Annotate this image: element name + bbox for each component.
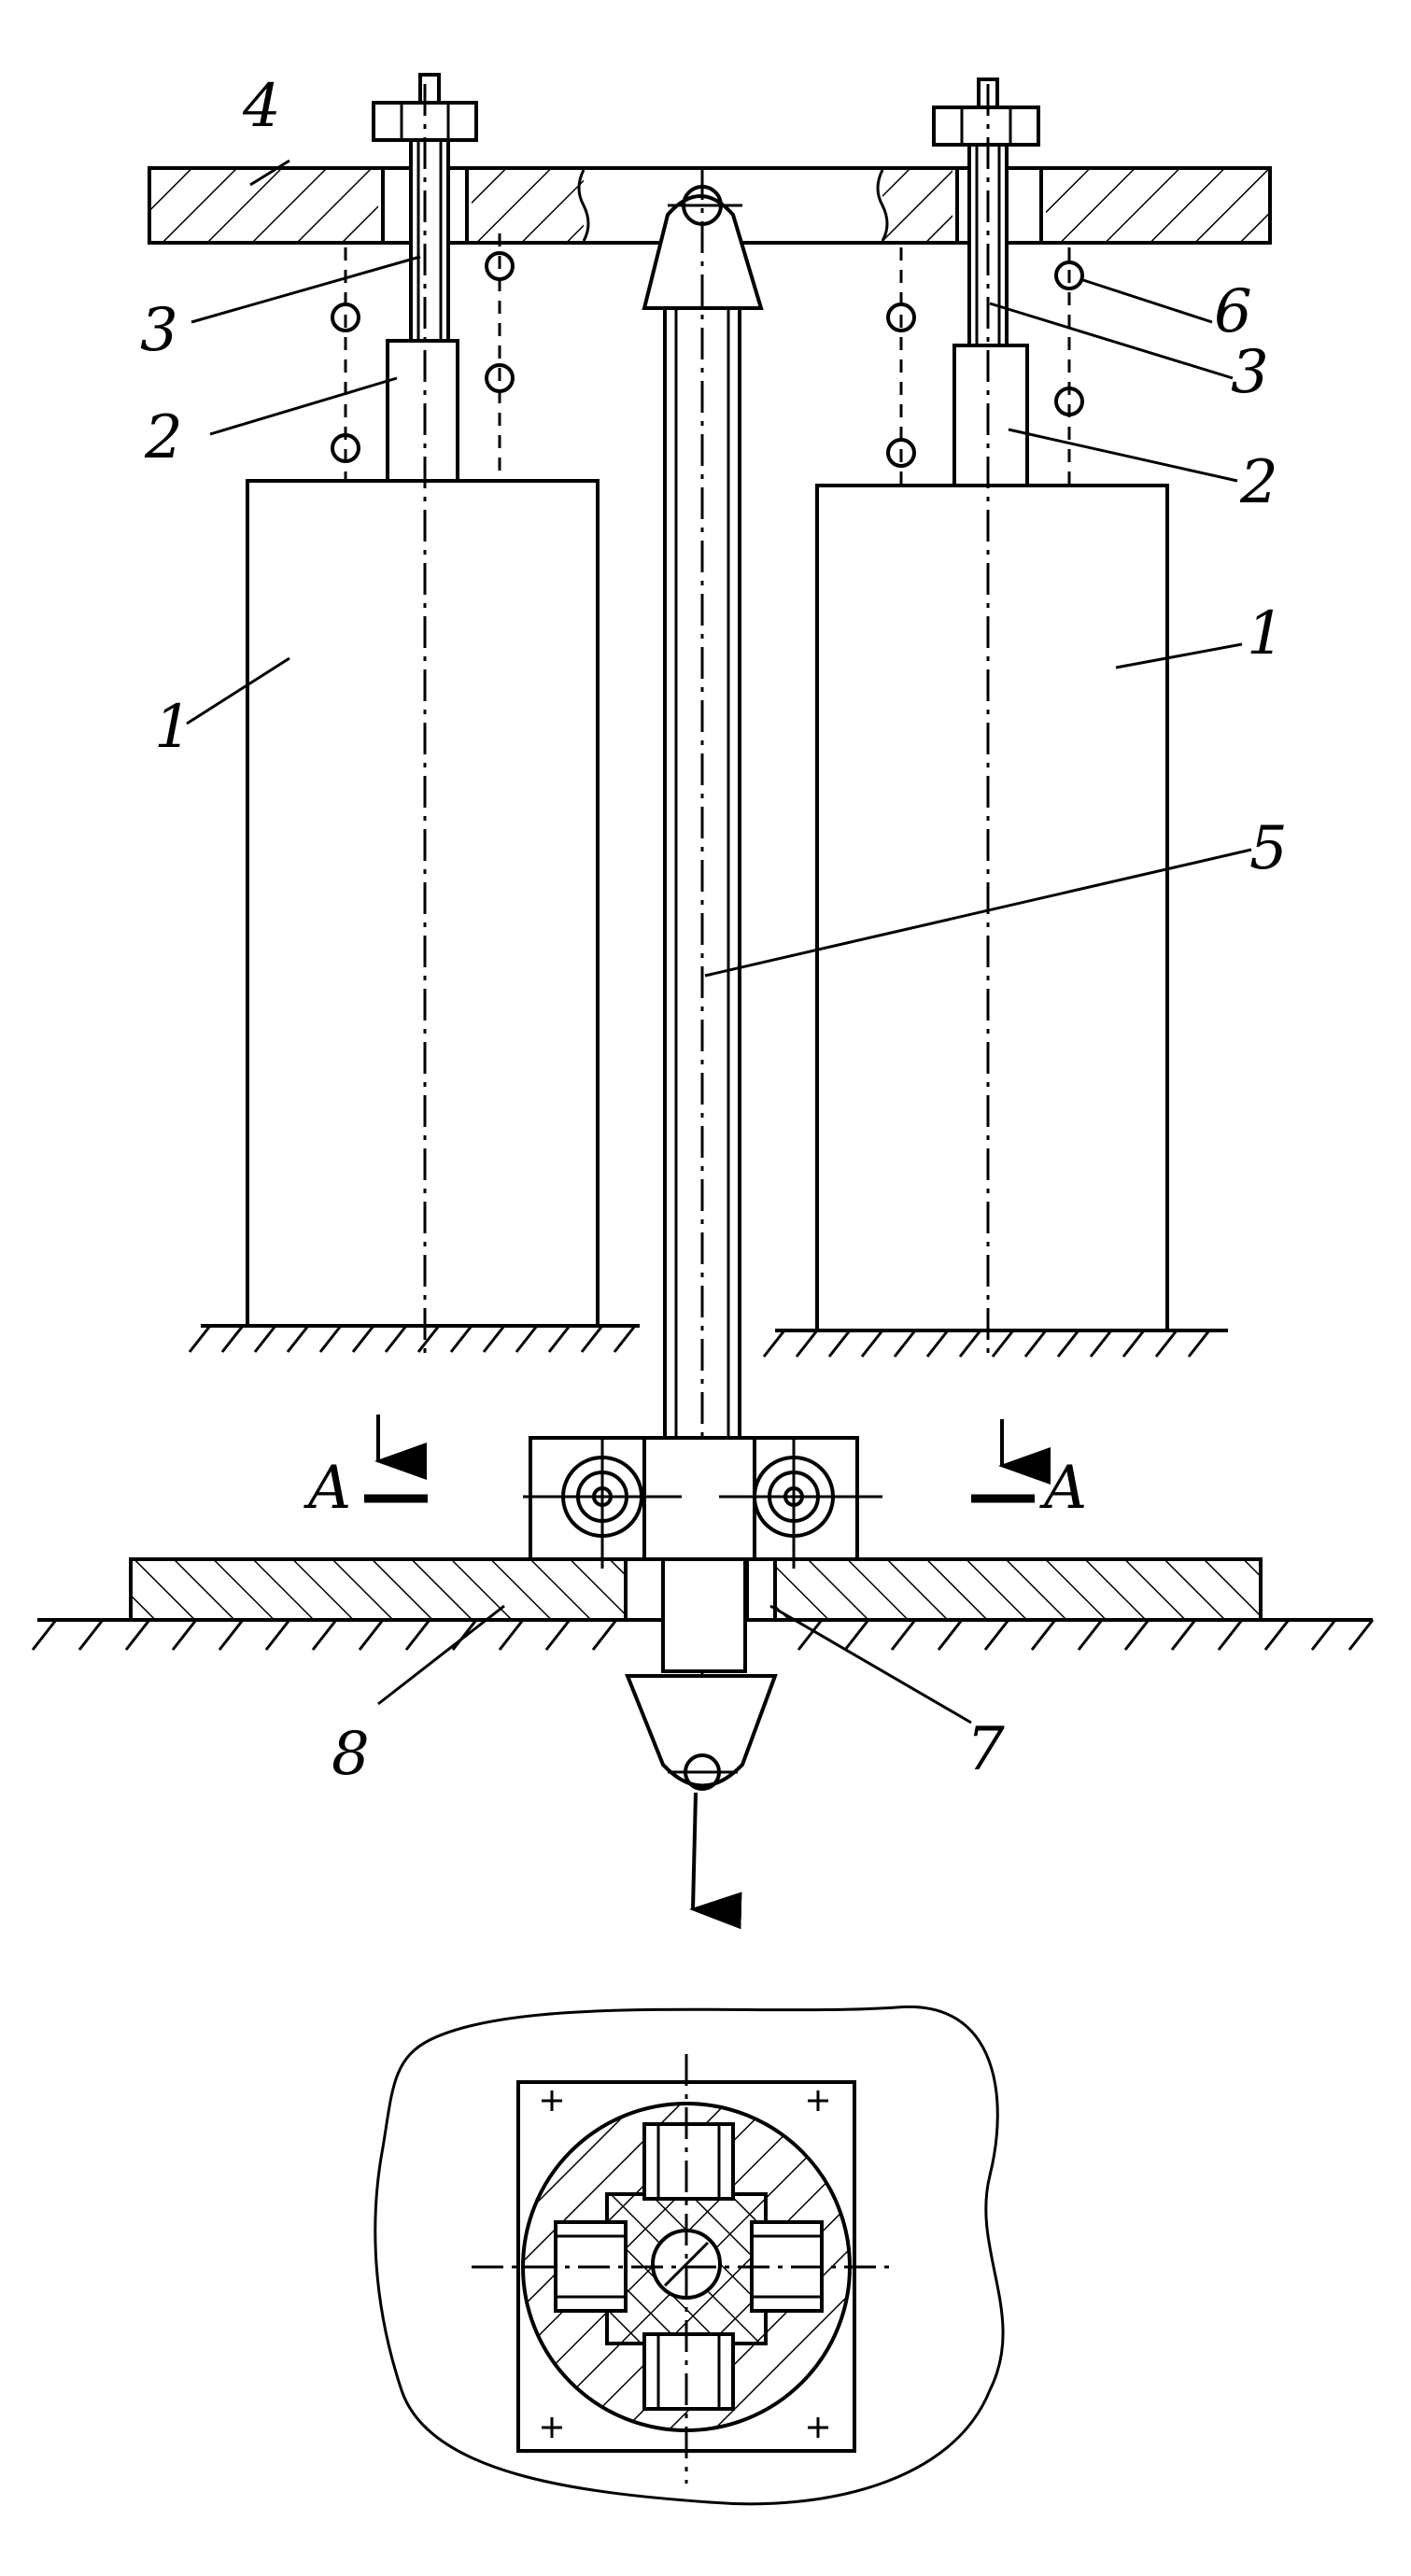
- right-chain-inner: [888, 247, 914, 486]
- load-arrow: [693, 1793, 696, 1909]
- label-part-3-right: 3: [1231, 338, 1269, 407]
- roller-assembly: [523, 1438, 882, 1569]
- label-part-1-left: 1: [154, 693, 192, 762]
- label-part-5: 5: [1249, 814, 1288, 883]
- section-view: [375, 2006, 1003, 2503]
- label-part-2-left: 2: [144, 403, 183, 472]
- section-marker-left: [364, 1415, 428, 1499]
- label-part-6: 6: [1214, 277, 1252, 346]
- label-section-left: A: [303, 1454, 351, 1523]
- label-part-4: 4: [242, 72, 281, 141]
- label-part-2-right: 2: [1239, 448, 1278, 517]
- right-spacer: [954, 345, 1027, 486]
- label-part-8: 8: [332, 1720, 370, 1789]
- label-part-1-right: 1: [1247, 599, 1285, 669]
- section-marker-right: [971, 1419, 1035, 1499]
- left-chain-inner: [487, 233, 513, 481]
- left-chain-outer: [332, 247, 359, 481]
- label-part-3-left: 3: [140, 296, 178, 365]
- right-chain-outer: [1056, 247, 1082, 486]
- label-part-7: 7: [967, 1715, 1005, 1784]
- label-section-right: A: [1039, 1454, 1087, 1523]
- left-spacer: [388, 341, 458, 481]
